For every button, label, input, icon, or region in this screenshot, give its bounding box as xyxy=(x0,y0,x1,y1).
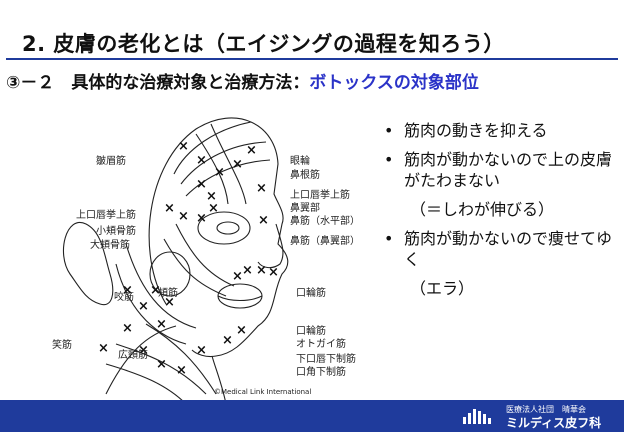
bullet-note: （エラ） xyxy=(410,279,475,298)
label-kyokin: 頬筋 xyxy=(158,288,178,299)
subtitle-accent: ボトックスの対象部位 xyxy=(309,73,479,93)
svg-text:×: × xyxy=(164,295,175,310)
label-biokonkin: 鼻根筋 xyxy=(290,170,320,181)
svg-text:×: × xyxy=(242,263,253,278)
bullet-item: • 筋肉の動きを抑える xyxy=(380,120,616,141)
svg-text:×: × xyxy=(122,321,133,336)
svg-text:×: × xyxy=(232,269,243,284)
subtitle-main: ③－２ 具体的な治療対象と治療方法： xyxy=(6,73,310,93)
label-koukakukakin: 口角下制筋 xyxy=(296,367,346,378)
label-shoukin: 笑筋 xyxy=(52,340,72,351)
bullet-item: • 筋肉が動かないので上の皮膚がたわまない xyxy=(380,149,616,191)
svg-text:×: × xyxy=(206,189,217,204)
svg-text:×: × xyxy=(232,157,243,172)
svg-text:×: × xyxy=(256,263,267,278)
svg-text:×: × xyxy=(246,143,257,158)
svg-text:×: × xyxy=(236,323,247,338)
svg-text:×: × xyxy=(214,165,225,180)
svg-text:×: × xyxy=(196,211,207,226)
label-sumyubikin: 皺眉筋 xyxy=(96,156,126,167)
label-kouketsukin: 広頸筋 xyxy=(118,350,148,361)
svg-text:×: × xyxy=(196,343,207,358)
svg-text:×: × xyxy=(156,357,167,372)
bullet-text: 筋肉の動きを抑える xyxy=(404,121,548,140)
svg-text:×: × xyxy=(196,177,207,192)
svg-text:×: × xyxy=(268,265,279,280)
clinic-logo-icon xyxy=(463,409,491,424)
footer-clinic-name: ミルディス皮フ科 xyxy=(506,416,602,430)
label-kakoushinkakin: 下口唇下制筋 xyxy=(296,354,356,365)
label-shoukyokotsukin: 小頬骨筋 xyxy=(96,226,136,237)
svg-text:×: × xyxy=(256,181,267,196)
svg-text:×: × xyxy=(156,317,167,332)
label-koukin: 咬筋 xyxy=(114,292,134,303)
label-bikin-biyoku: 鼻筋（鼻翼部） xyxy=(290,236,360,247)
svg-text:×: × xyxy=(164,201,175,216)
svg-text:×: × xyxy=(178,139,189,154)
label-ganrin: 眼輪 xyxy=(290,156,310,167)
bullet-icon: • xyxy=(384,229,394,248)
svg-text:×: × xyxy=(222,333,233,348)
bullet-item: • 筋肉が動かないので痩せてゆく xyxy=(380,228,616,270)
bullet-text: 筋肉が動かないので痩せてゆく xyxy=(404,229,613,269)
injection-mark-icon: ××× ××× ×× ×× ×× × ××× × ×× ×× × ×× ×× ×… xyxy=(98,139,279,378)
slide-subtitle: ③－２ 具体的な治療対象と治療方法：ボトックスの対象部位 xyxy=(6,68,479,93)
label-kourinkin-2: 口輪筋 xyxy=(296,326,326,337)
label-biyokubu: 鼻翼部 xyxy=(290,203,320,214)
label-daikyokotsukin: 大頬骨筋 xyxy=(90,240,130,251)
svg-text:×: × xyxy=(138,299,149,314)
label-kourinkin-1: 口輪筋 xyxy=(296,288,326,299)
bullet-text: 筋肉が動かないので上の皮膚がたわまない xyxy=(404,150,613,190)
facial-muscle-illustration: ××× ××× ×× ×× ×× × ××× × ×× ×× × ×× ×× ×… xyxy=(46,104,376,405)
bullet-list: • 筋肉の動きを抑える • 筋肉が動かないので上の皮膚がたわまない （＝しわが伸… xyxy=(380,120,616,307)
svg-text:×: × xyxy=(176,363,187,378)
svg-text:×: × xyxy=(258,213,269,228)
label-otogaikin: オトガイ筋 xyxy=(296,339,346,350)
face-drawing: ××× ××× ×× ×× ×× × ××× × ×× ×× × ×× ×× ×… xyxy=(62,117,289,405)
bullet-note: （＝しわが伸びる） xyxy=(410,200,555,219)
svg-text:×: × xyxy=(150,283,161,298)
title-divider xyxy=(6,58,618,60)
label-bikin-suihei: 鼻筋（水平部） xyxy=(290,216,360,227)
svg-text:×: × xyxy=(98,341,109,356)
svg-text:×: × xyxy=(138,343,149,358)
svg-text:×: × xyxy=(178,209,189,224)
footer-organization: 医療法人社団 晴華会 xyxy=(506,405,586,414)
svg-text:×: × xyxy=(122,283,133,298)
illustration-copyright: ©Medical Link International xyxy=(214,388,312,396)
bullet-icon: • xyxy=(384,121,394,140)
footer-bar xyxy=(0,400,624,432)
svg-text:×: × xyxy=(196,153,207,168)
svg-text:×: × xyxy=(208,201,219,216)
slide-title: 2. 皮膚の老化とは（エイジングの過程を知ろう） xyxy=(22,32,505,56)
label-kamishinshokyokin: 上口唇挙上筋 xyxy=(76,210,136,221)
bullet-icon: • xyxy=(384,150,394,169)
label-kamishinshokyokin-right: 上口唇挙上筋 xyxy=(290,190,350,201)
